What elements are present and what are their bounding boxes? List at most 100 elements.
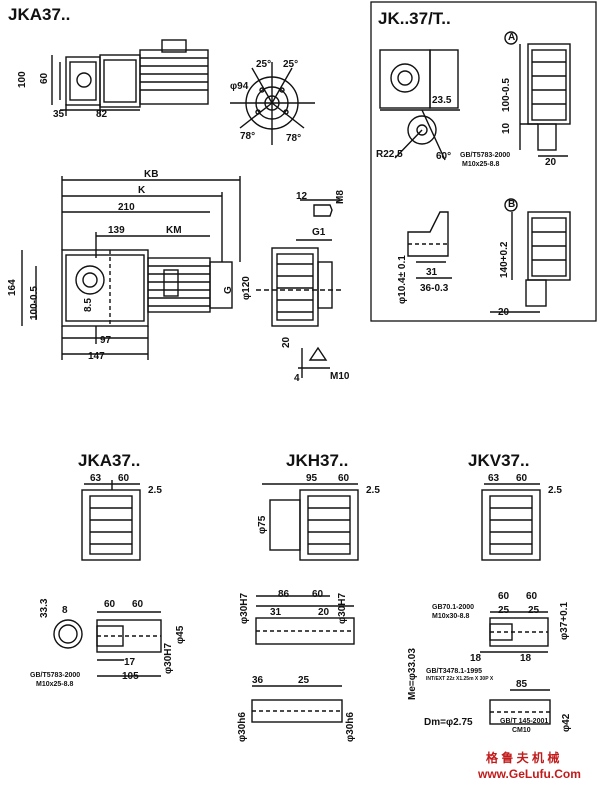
jkh-dim-phi30-c: φ30h6: [237, 712, 248, 742]
flange-round-view: [230, 62, 315, 145]
main-side-view: [21, 176, 241, 360]
dim-36: 36-0.3: [420, 283, 449, 294]
dim-20-b: 20: [498, 307, 510, 318]
dim-km: KM: [166, 225, 182, 236]
std-gb5783-inset: GB/T5783-2000: [460, 152, 511, 159]
dim-210: 210: [118, 202, 135, 213]
jkv-dim-60-a: 60: [498, 591, 510, 602]
dim-20: 20: [281, 336, 292, 348]
dim-phi94: φ94: [230, 81, 249, 92]
jkh-dim-phi30-d: φ30h6: [345, 712, 356, 742]
angle-78-right: 78°: [286, 133, 302, 144]
jkv-dim-63: 63: [488, 473, 500, 484]
jkh-dim-60: 60: [338, 473, 350, 484]
dim-82: 82: [96, 109, 108, 120]
dim-100-tol: 100-0.5: [29, 286, 40, 320]
jkh-dim-60-a: 60: [312, 589, 324, 600]
dim-phi120: φ120: [241, 276, 252, 300]
dim-147: 147: [88, 351, 105, 362]
angle-78-left: 78°: [240, 131, 256, 142]
jkh-dim-36: 36: [252, 675, 264, 686]
dim-140: 140+0.2: [499, 241, 510, 278]
dim-r22-5: R22.5: [376, 149, 403, 160]
jka-dim-2-5: 2.5: [148, 485, 162, 496]
jka-std-gb5783: GB/T5783-2000: [30, 672, 81, 679]
end-view: [256, 199, 344, 378]
jkv-spline-spec: INT/EXT 22z X1.25m X 30P X: [426, 676, 494, 682]
dim-10: 10: [501, 122, 512, 134]
dim-31: 31: [426, 267, 438, 278]
jkv-bottom-view: [480, 483, 551, 725]
angle-60: 60°: [436, 151, 452, 162]
jkv-dim-60-b: 60: [526, 591, 538, 602]
dim-164: 164: [7, 279, 18, 296]
jkv-std-gb3478: GB/T3478.1-1995: [426, 668, 483, 675]
inset-views: [379, 31, 571, 313]
view-b-label: B: [508, 199, 516, 210]
dim-97: 97: [100, 335, 112, 346]
jkh-dim-86: 86: [278, 589, 290, 600]
title-inset: JK..37/T..: [378, 9, 451, 28]
title-jkv: JKV37..: [468, 451, 530, 470]
dim-60: 60: [39, 72, 50, 84]
dim-kb: KB: [144, 169, 159, 180]
jkh-dim-phi30-b: φ30H7: [337, 592, 348, 624]
watermark-url: www.GeLufu.Com: [478, 767, 581, 781]
jkv-bolt-m10x30: M10x30-8.8: [432, 613, 470, 620]
dim-100-a: 100-0.5: [501, 78, 512, 112]
jkh-dim-phi30-a: φ30H7: [239, 592, 250, 624]
jka-bolt-m10x25: M10x25-8.8: [36, 681, 74, 688]
jkh-dim-phi75: φ75: [257, 515, 268, 534]
jkv-dim-18-a: 18: [470, 653, 482, 664]
jkv-std-gb70: GB70.1-2000: [432, 604, 475, 611]
jka-dim-60-a: 60: [104, 599, 116, 610]
dim-m10: M10: [330, 371, 350, 382]
jkv-dim-18-b: 18: [520, 653, 532, 664]
jka-dim-phi30: φ30H7: [163, 642, 174, 674]
angle-25-right: 25°: [283, 59, 299, 70]
title-jkh: JKH37..: [286, 451, 349, 470]
title-main: JKA37..: [8, 5, 71, 24]
jka-dim-60-b: 60: [132, 599, 144, 610]
dim-12: 12: [296, 191, 308, 202]
jkv-dim-25-a: 25: [498, 605, 510, 616]
dim-k: K: [138, 185, 146, 196]
jka-bottom-view: [53, 480, 162, 677]
jkh-dim-25: 25: [298, 675, 310, 686]
jkh-dim-2-5: 2.5: [366, 485, 380, 496]
dim-g1: G1: [312, 227, 326, 238]
dim-phi10-4: φ10.4± 0.1: [397, 255, 408, 304]
jkv-dim-25-b: 25: [528, 605, 540, 616]
jka-dim-8: 8: [62, 605, 68, 616]
title-jka: JKA37..: [78, 451, 141, 470]
bolt-m10x25-inset: M10x25-8.8: [462, 161, 500, 168]
angle-25-left: 25°: [256, 59, 272, 70]
dim-m8: M8: [335, 190, 346, 204]
jkv-dim-60: 60: [516, 473, 528, 484]
dim-20-a: 20: [545, 157, 557, 168]
jkv-dim-2-5: 2.5: [548, 485, 562, 496]
view-a-label: A: [508, 32, 516, 43]
jkv-dim-dm: Dm=φ2.75: [424, 717, 473, 728]
dim-139: 139: [108, 225, 125, 236]
dim-35: 35: [53, 109, 65, 120]
jkh-dim-20: 20: [318, 607, 330, 618]
jka-dim-60: 60: [118, 473, 130, 484]
jkv-dim-phi42: φ42: [561, 713, 572, 732]
watermark-cn: 格 鲁 夫 机 械: [486, 751, 560, 765]
jkv-dim-85: 85: [516, 679, 528, 690]
dim-g: G: [223, 286, 234, 294]
dim-4: 4: [294, 373, 300, 384]
inset-frame: [370, 1, 597, 322]
jka-dim-phi45: φ45: [175, 625, 186, 644]
jka-dim-17: 17: [124, 657, 136, 668]
jkh-dim-95: 95: [306, 473, 318, 484]
jkv-cm10: CM10: [512, 727, 531, 734]
jka-dim-63: 63: [90, 473, 102, 484]
top-gearmotor-view: [51, 39, 209, 116]
dim-8-5: 8.5: [83, 298, 94, 312]
jka-dim-33-3: 33.3: [39, 598, 50, 618]
jkh-dim-31: 31: [270, 607, 282, 618]
